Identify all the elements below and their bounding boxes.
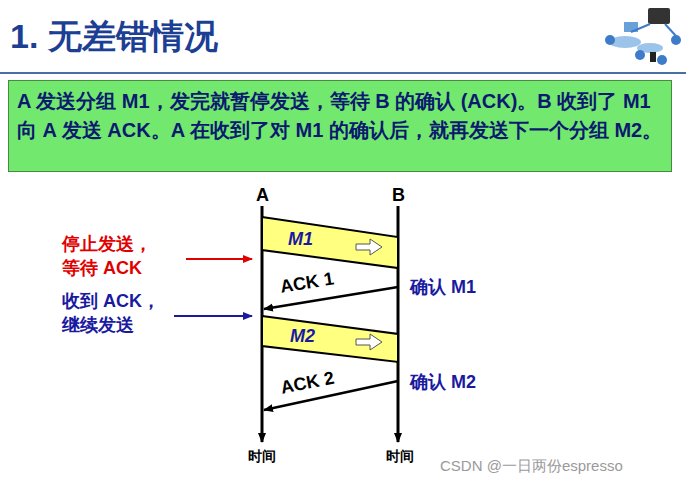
packet-frame: M2 xyxy=(262,316,398,362)
packet-shape xyxy=(262,316,398,362)
packet-shape xyxy=(262,217,398,268)
sender-note: 收到 ACK， 继续发送 xyxy=(62,289,172,337)
receiver-note: 确认 M2 xyxy=(410,371,476,393)
pointer-arrow xyxy=(174,315,252,317)
slide-title: 1. 无差错情况 xyxy=(10,14,218,60)
station-name: A xyxy=(256,184,269,206)
receiver-note: 确认 M1 xyxy=(410,276,476,298)
axis-label: 时间 xyxy=(248,448,276,465)
pointer-arrow xyxy=(186,258,252,260)
ack-label: ACK 2 xyxy=(277,366,338,399)
ack-label: ACK 1 xyxy=(277,267,338,298)
packet-label: M1 xyxy=(288,229,313,250)
title-rule xyxy=(0,72,686,74)
network-logo xyxy=(605,8,681,65)
station-name: B xyxy=(392,184,405,206)
description-box: A 发送分组 M1，发完就暂停发送，等待 B 的确认 (ACK)。B 收到了 M… xyxy=(8,80,672,172)
packet-label: M2 xyxy=(290,326,315,347)
packet-frame: M1 xyxy=(262,217,398,268)
description-text: A 发送分组 M1，发完就暂停发送，等待 B 的确认 (ACK)。B 收到了 M… xyxy=(17,87,663,145)
sender-note: 停止发送， 等待 ACK xyxy=(62,232,172,280)
watermark: CSDN @一日两份espresso xyxy=(440,457,623,475)
axis-label: 时间 xyxy=(386,448,414,465)
